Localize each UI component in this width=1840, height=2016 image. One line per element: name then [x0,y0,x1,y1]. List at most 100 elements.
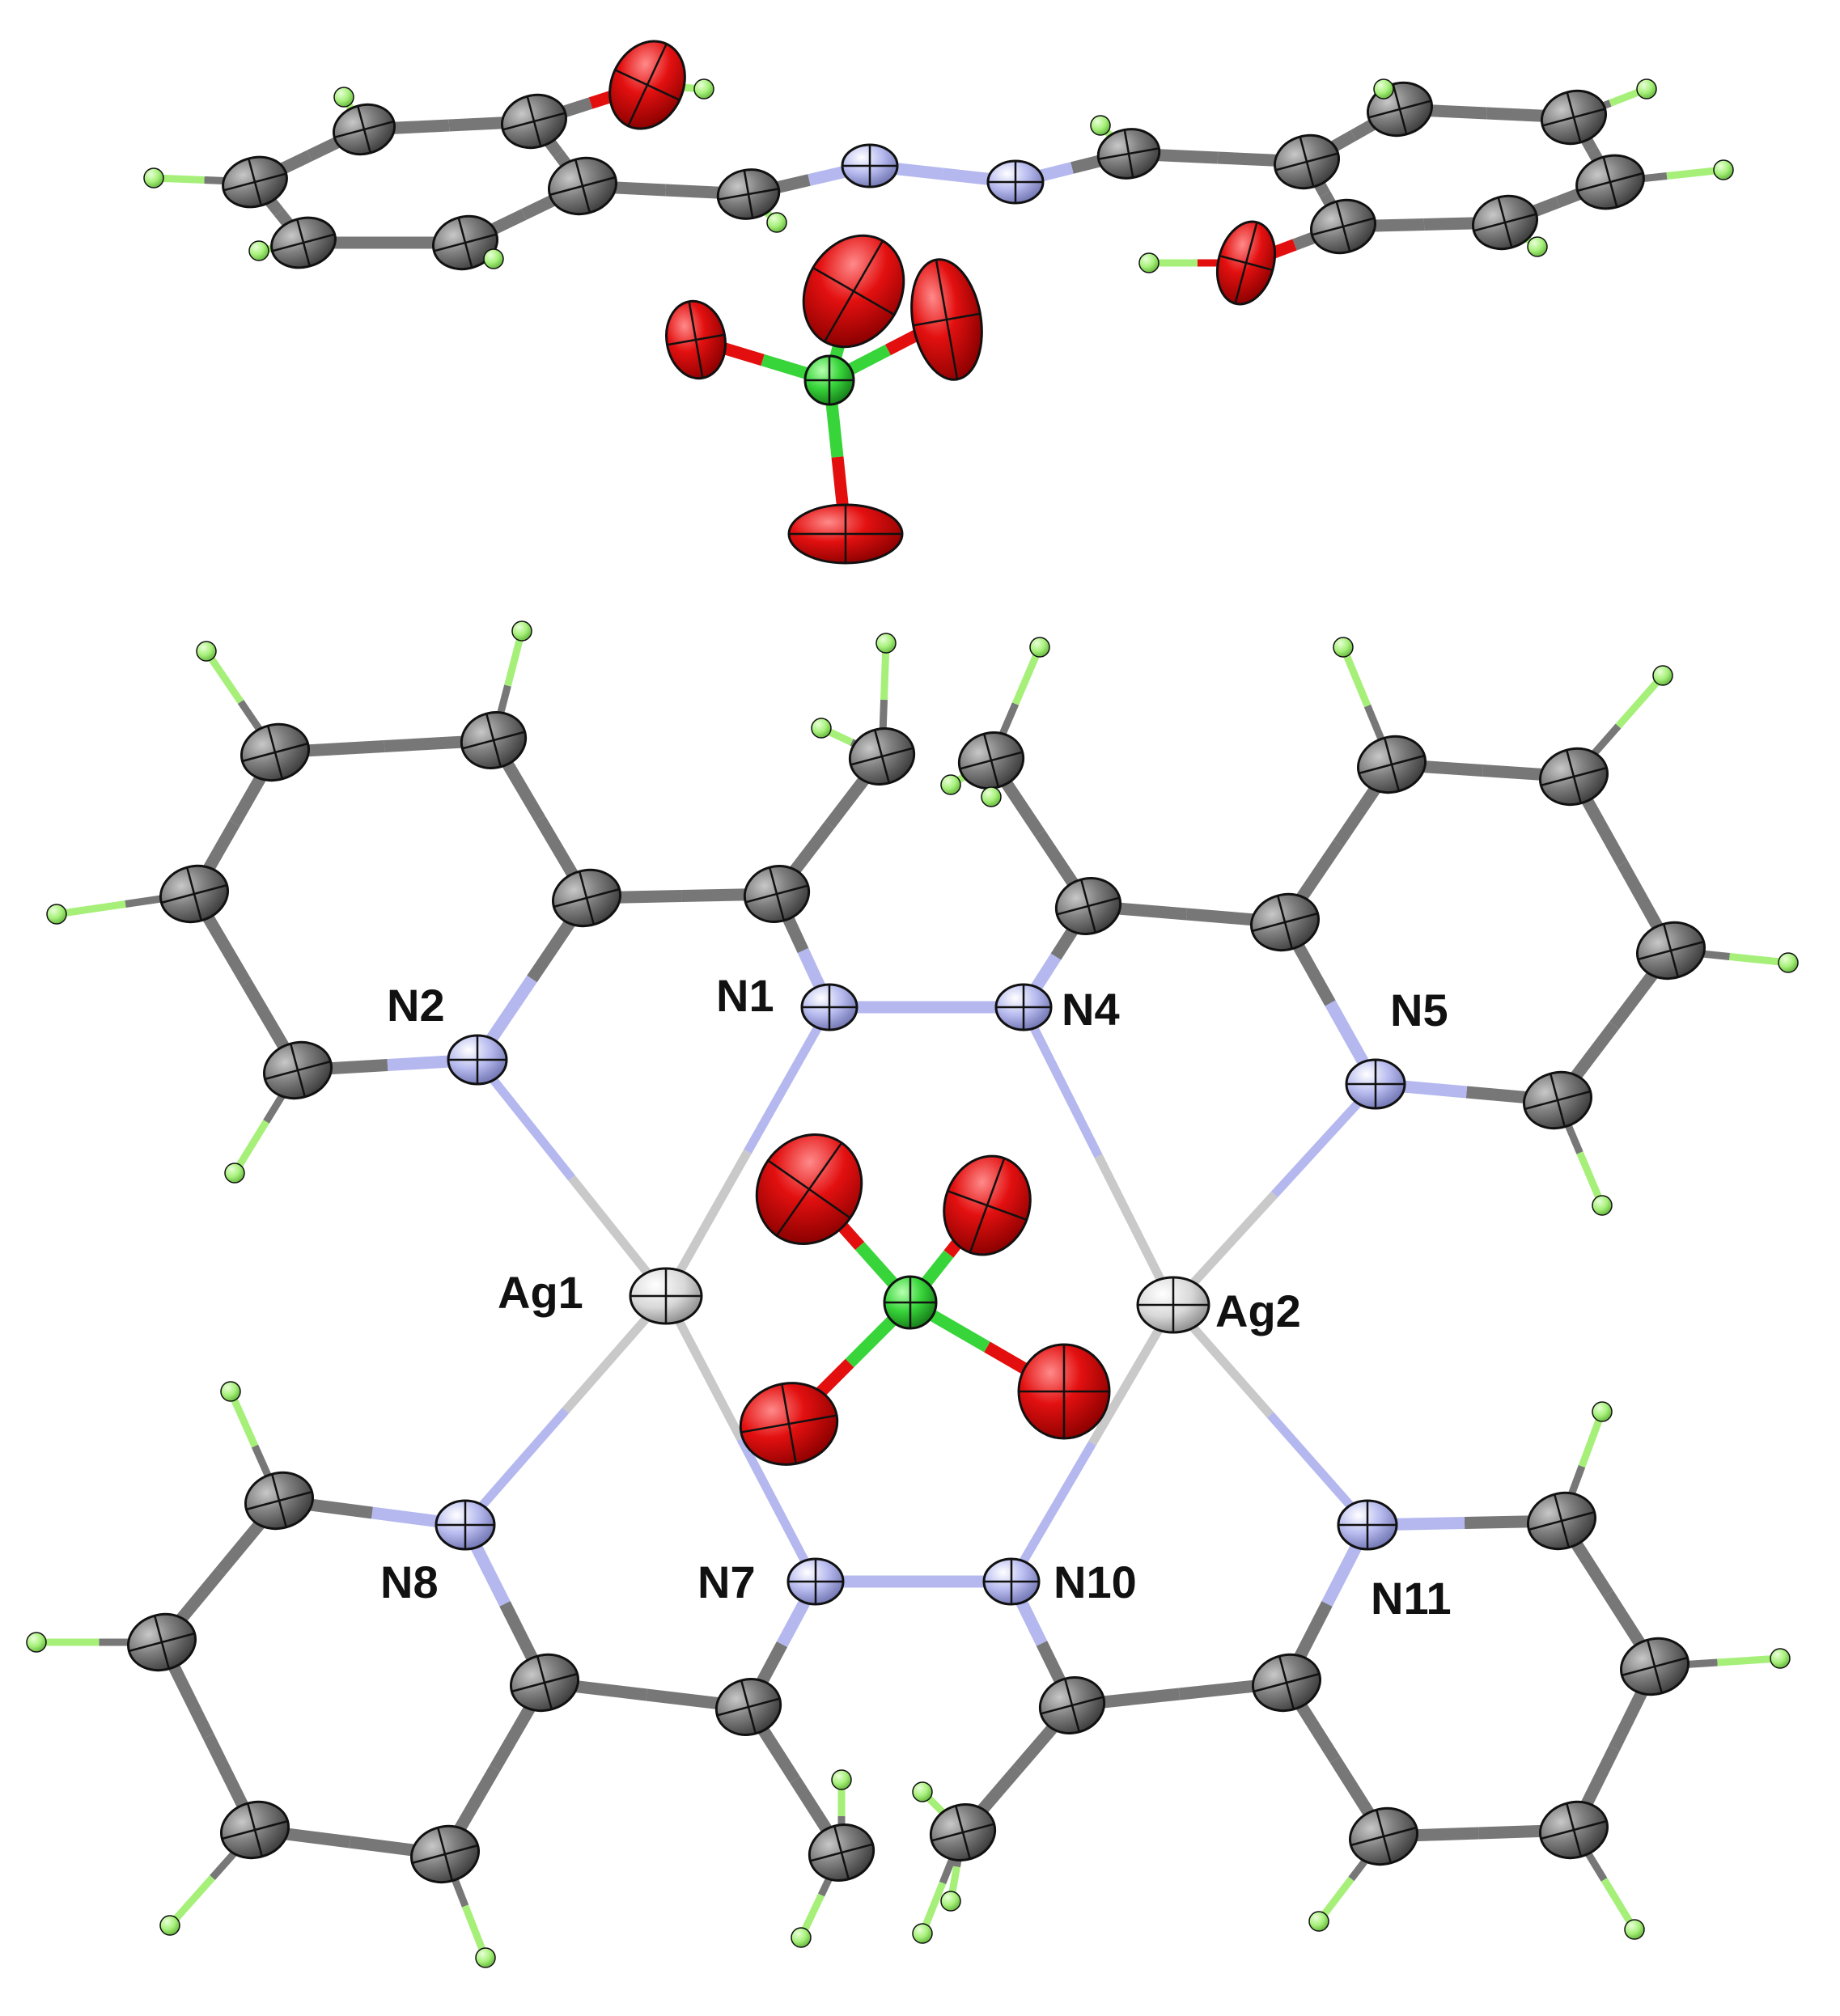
axis-minor-tc12 [1602,156,1618,208]
axis-minor-bc1 [578,870,596,925]
atom-bc19 [244,1471,315,1531]
atom-bc16 [409,1824,481,1884]
atom-tc8 [1096,128,1161,180]
axis-minor-co3 [781,1383,797,1464]
atom-h10 [1333,637,1354,658]
atom-h1 [511,620,532,642]
atom-co3 [739,1382,839,1466]
atom-ellipsoid-h1 [511,620,532,642]
axis-minor-tc3 [526,95,542,147]
atom-bc18 [126,1612,197,1672]
atom-ellipsoid-h19 [791,1927,812,1948]
atom-th8 [1373,78,1394,100]
axis-minor-bc4 [185,866,203,921]
atom-ellipsoid-th8 [1373,78,1394,100]
axis-minor-bc12 [1079,879,1097,934]
atom-ellipsoid-th10 [1713,159,1734,180]
axis-minor-bc21 [1375,1809,1393,1864]
atom-bc5 [262,1040,333,1100]
axis-minor-bc18 [153,1615,171,1670]
axis-minor-bc8 [1565,749,1583,804]
atom-h20 [912,1781,933,1802]
label-n4: N4 [1062,984,1120,1035]
axis-minor-bc10 [1549,1073,1567,1128]
atom-th6 [693,78,714,100]
atom-ellipsoid-h4 [224,1163,245,1184]
atom-ellipsoid-th3 [248,240,269,261]
atom-bc13 [848,727,916,786]
axis-minor-bc16 [436,1827,454,1882]
label-n7: N7 [697,1556,756,1607]
label-n8: N8 [380,1556,439,1607]
axis-minor-tc14 [1335,201,1351,252]
label-n11: N11 [1371,1573,1452,1624]
atom-tc14 [1309,198,1377,255]
atom-th2 [333,87,354,108]
axis-minor-tc11 [1566,91,1582,143]
atom-bc4 [159,864,230,924]
atom-tc9 [1273,133,1341,190]
atom-n2 [447,1034,508,1086]
atom-n10 [982,1557,1041,1606]
atom-ellipsoid-h11 [1652,665,1673,686]
atom-co1 [755,1133,863,1245]
atom-ellipsoid-h14 [220,1381,241,1402]
atom-bc6 [1249,892,1321,952]
atom-tc10 [1366,81,1434,138]
atom-po2 [802,234,905,349]
atom-h18 [831,1769,852,1790]
atom-ellipsoid-h16 [159,1915,180,1936]
atom-h13 [1592,1195,1613,1216]
atom-h11 [1652,665,1673,686]
atom-h15 [26,1632,47,1653]
axis-minor-bc17 [246,1802,264,1857]
atom-h26 [1308,1911,1329,1932]
atom-th10 [1713,159,1734,180]
axis-minor-tc5 [457,217,473,269]
atoms-layer [26,40,1799,1968]
atom-th4 [483,248,504,269]
atom-h6 [811,718,832,739]
bond-bC7-h10-half-2 [1339,646,1372,708]
label-n5: N5 [1390,985,1448,1036]
atom-bc26 [1038,1676,1106,1734]
axis-minor-tc7 [743,170,754,218]
atom-ellipsoid-h18 [831,1769,852,1790]
axis-minor-to1 [627,43,668,127]
atom-th5 [766,212,787,233]
atom-tc6 [270,216,337,269]
axis-minor-po2 [823,240,884,342]
axis-minor-tc1 [248,158,262,206]
atom-bc11 [743,865,811,923]
atom-bc24 [1526,1491,1597,1551]
bond-Ag2-N4-half-2 [1020,1005,1103,1158]
atom-ellipsoid-h26 [1308,1911,1329,1932]
atom-h19 [791,1927,812,1948]
atom-ccl [883,1275,938,1330]
atom-bc25 [714,1678,782,1736]
atom-bc27 [808,1823,875,1882]
atom-bc15 [509,1653,580,1713]
atom-h2 [196,641,217,662]
atom-ellipsoid-h2 [196,641,217,662]
axis-minor-bc11 [768,866,786,921]
axis-minor-bc26 [1063,1678,1081,1733]
atom-ellipsoid-th12 [1138,252,1160,273]
axis-minor-bc5 [289,1043,307,1098]
label-n10: N10 [1054,1556,1137,1607]
axis-minor-bc23 [1646,1639,1664,1694]
atom-bc23 [1619,1637,1690,1696]
atom-h22 [912,1923,933,1944]
axis-minor-tc10 [1392,83,1408,135]
atom-n11 [1337,1499,1398,1551]
axis-minor-bc22 [1565,1802,1583,1857]
atom-tn1 [841,143,899,188]
axis-minor-tc9 [1299,136,1315,188]
atom-tc11 [1540,89,1608,146]
atom-ellipsoid-h23 [1592,1401,1613,1422]
label-ag2: Ag2 [1215,1285,1301,1336]
atom-bc7 [1356,735,1427,794]
atom-tc12 [1575,154,1645,210]
atom-ellipsoid-h22 [912,1923,933,1944]
